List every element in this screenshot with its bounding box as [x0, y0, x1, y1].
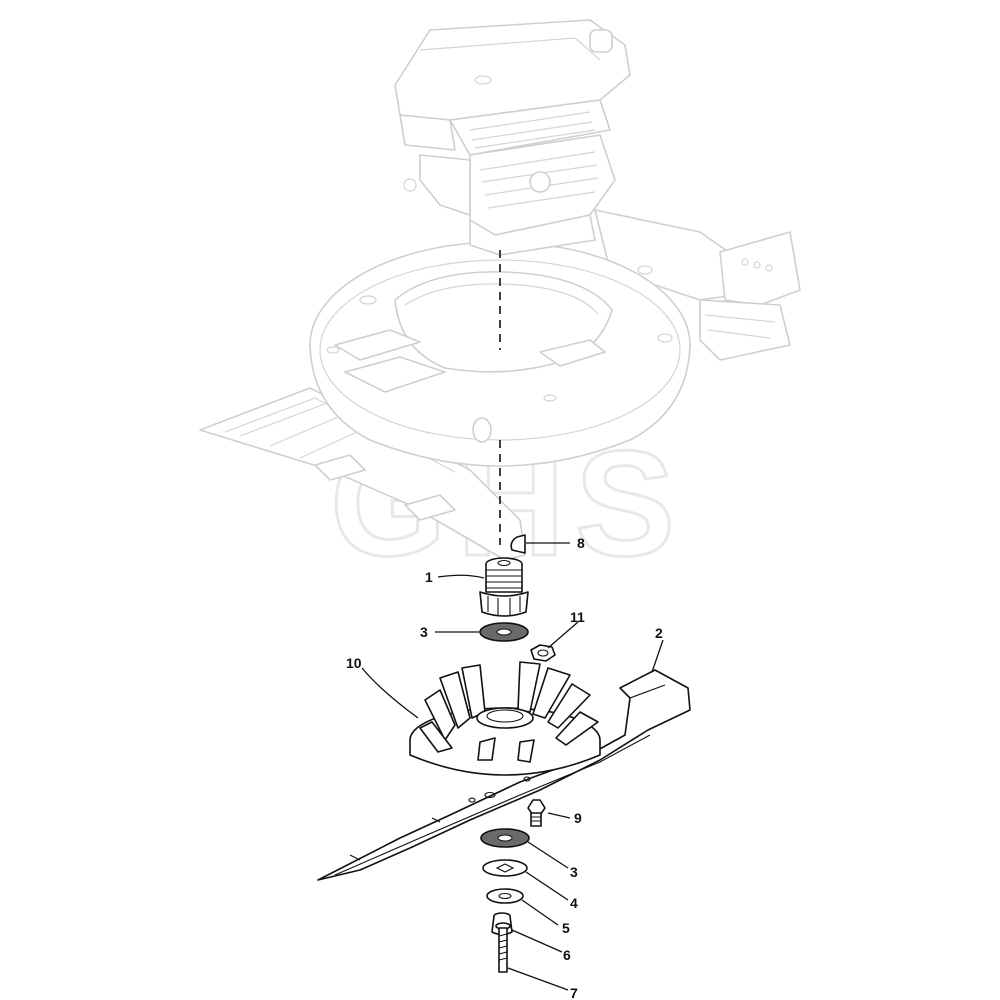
callout-11: 11 — [570, 609, 585, 625]
leader-5 — [521, 899, 559, 926]
leader-1 — [437, 574, 485, 579]
leader-10 — [361, 667, 419, 719]
leader-2 — [651, 639, 664, 673]
callout-6: 6 — [563, 947, 571, 963]
blade-boss-part — [409, 661, 601, 776]
leader-11 — [547, 621, 579, 649]
callout-9: 9 — [574, 810, 582, 826]
flat-washer-part — [486, 888, 524, 904]
friction-washer-lower — [480, 828, 530, 848]
mower-deck — [199, 209, 801, 561]
callout-7: 7 — [570, 985, 578, 1000]
callout-4: 4 — [570, 895, 578, 911]
leader-4 — [525, 871, 569, 901]
callout-2: 2 — [655, 625, 663, 641]
callout-1: 1 — [425, 569, 433, 585]
callout-5: 5 — [562, 920, 570, 936]
leader-7 — [507, 967, 569, 991]
leader-6 — [511, 929, 563, 953]
engine — [394, 19, 631, 350]
screw-part — [495, 922, 511, 973]
blade-adapter-part — [479, 557, 529, 617]
callout-3b: 3 — [570, 864, 578, 880]
blade-part — [317, 669, 691, 881]
bolt-part — [527, 799, 546, 827]
callout-3a: 3 — [420, 624, 428, 640]
key-part — [510, 534, 526, 554]
nut-part — [530, 644, 556, 662]
callout-8: 8 — [577, 535, 585, 551]
callout-10: 10 — [346, 655, 362, 671]
friction-washer-upper — [479, 622, 529, 642]
square-washer-part — [482, 859, 528, 877]
leader-9 — [547, 812, 571, 819]
leader-3b — [527, 841, 569, 869]
